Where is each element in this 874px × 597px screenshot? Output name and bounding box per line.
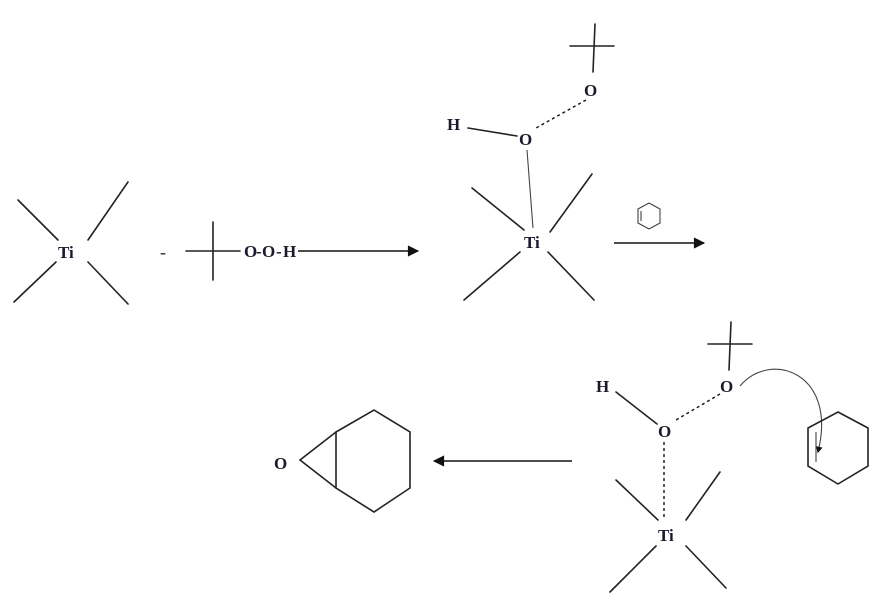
intermediate-2: O O H Ti (596, 321, 869, 593)
int2-ti: Ti (658, 526, 674, 545)
int2-h: H (596, 377, 609, 396)
minus-sign: - (160, 242, 166, 262)
tbhp-dash: - (256, 242, 262, 261)
ti-label: Ti (58, 243, 74, 262)
electron-push-arrow (739, 368, 823, 454)
tbhp-o1: O (244, 242, 257, 261)
epoxide-product: O (274, 409, 411, 513)
cyclohexane-ring (335, 409, 411, 513)
ti-site-reactant: Ti (13, 181, 129, 305)
int2-o-top: O (720, 377, 733, 396)
cyclohexene-ring (807, 411, 869, 485)
cyclohexene-reagent (637, 202, 661, 230)
int2-o-lower: O (658, 422, 671, 441)
int1-o-lower: O (519, 130, 532, 149)
tbhp-o2: O (262, 242, 275, 261)
int1-o-top: O (584, 81, 597, 100)
intermediate-1: O O H Ti (447, 23, 615, 301)
epoxide-o: O (274, 454, 287, 473)
tbhp-molecule: O - O - H (185, 221, 296, 281)
tbhp-dash2: - (276, 242, 282, 261)
tbhp-h: H (283, 242, 296, 261)
int1-ti: Ti (524, 233, 540, 252)
int1-h: H (447, 115, 460, 134)
